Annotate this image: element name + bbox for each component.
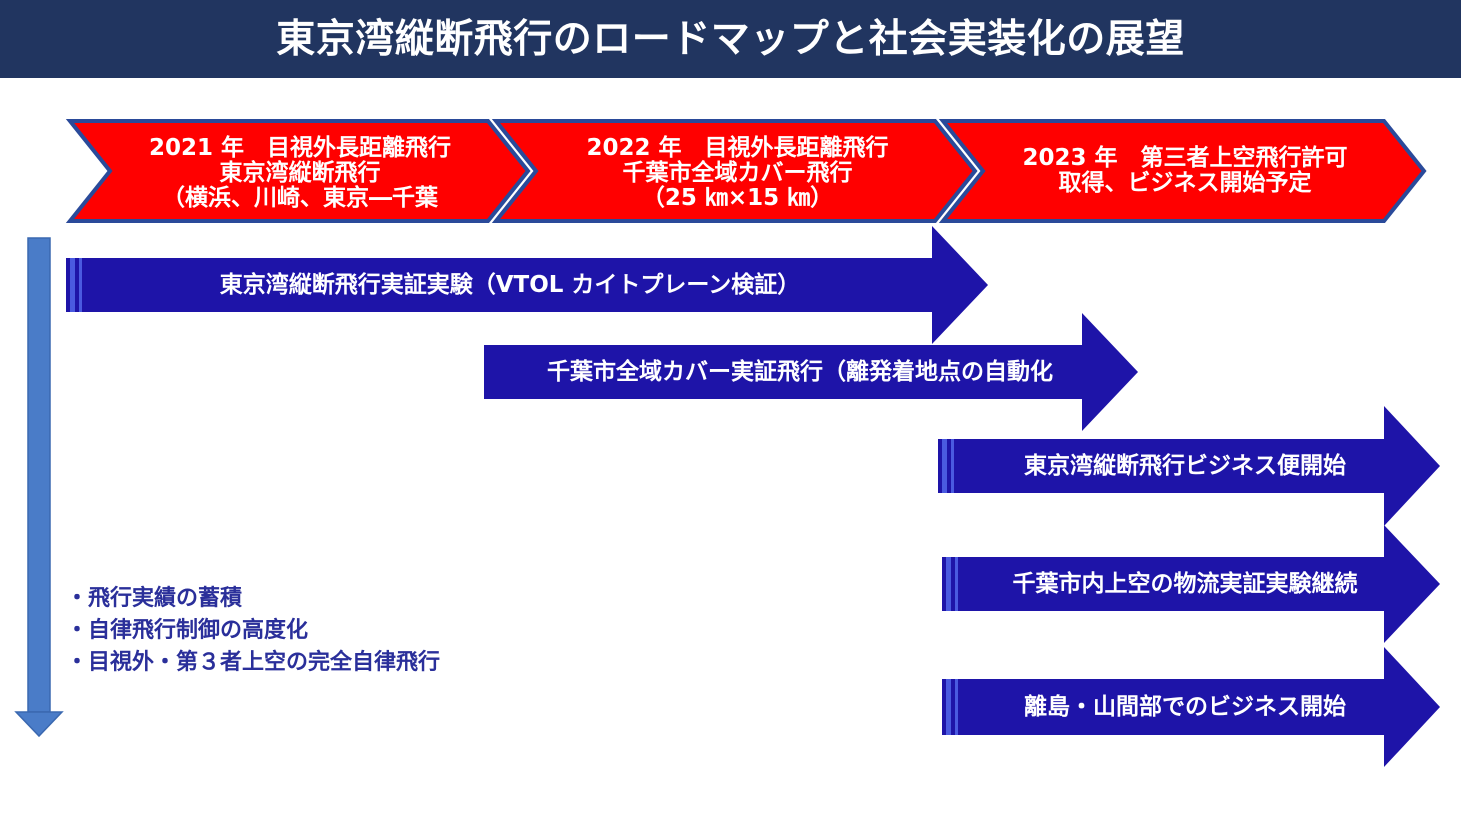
milestone-2022-line-2: 千葉市全域カバー飛行	[622, 160, 853, 186]
initiative-1-label: 東京湾縦断飛行実証実験（VTOL カイトプレーン検証）	[219, 272, 801, 298]
milestone-2022-line-3: （25 ㎞×15 ㎞）	[641, 185, 834, 211]
initiative-4-label: 千葉市内上空の物流実証実験継続	[1012, 571, 1358, 597]
milestone-2021-line-2: 東京湾縦断飛行	[219, 160, 381, 186]
milestone-2022-label: 2022 年 目視外長距離飛行 千葉市全域カバー飛行 （25 ㎞×15 ㎞）	[540, 136, 935, 211]
milestone-2021-line-3: （横浜、川崎、東京―千葉	[162, 185, 438, 211]
milestone-2021-chevron	[65, 119, 531, 223]
header-bar	[0, 0, 1461, 78]
milestone-2023-chevron	[938, 119, 1427, 223]
milestone-2022-chevron	[491, 119, 978, 223]
initiative-2-label: 千葉市全域カバー実証飛行（離発着地点の自動化	[547, 359, 1053, 385]
initiative-arrow-4	[942, 525, 1440, 643]
initiative-3-label: 東京湾縦断飛行ビジネス便開始	[1024, 453, 1346, 479]
milestone-2023-label: 2023 年 第三者上空飛行許可 取得、ビジネス開始予定	[985, 146, 1385, 196]
initiative-arrow-5	[942, 647, 1440, 767]
initiative-5-label: 離島・山間部でのビジネス開始	[1024, 694, 1346, 720]
note-item: ・目視外・第３者上空の完全自律飛行	[66, 650, 441, 675]
notes-list: ・飛行実績の蓄積 ・自律飛行制御の高度化 ・目視外・第３者上空の完全自律飛行	[66, 583, 440, 679]
milestone-2023-line-2: 取得、ビジネス開始予定	[1058, 170, 1312, 196]
initiative-arrow-2	[484, 313, 1138, 431]
milestone-2021-line-1: 2021 年 目視外長距離飛行	[148, 135, 452, 161]
initiative-arrow-3	[938, 406, 1440, 526]
milestone-2021-label: 2021 年 目視外長距離飛行 東京湾縦断飛行 （横浜、川崎、東京―千葉	[110, 136, 490, 211]
note-item: ・飛行実績の蓄積	[66, 586, 243, 611]
milestone-2023-line-1: 2023 年 第三者上空飛行許可	[1022, 145, 1348, 171]
initiative-arrow-1	[66, 226, 988, 344]
page-title: 東京湾縦断飛行のロードマップと社会実装化の展望	[276, 17, 1185, 62]
vertical-timeline-arrow	[14, 237, 64, 738]
note-item: ・自律飛行制御の高度化	[66, 618, 309, 643]
milestone-2022-line-1: 2022 年 目視外長距離飛行	[586, 135, 889, 161]
